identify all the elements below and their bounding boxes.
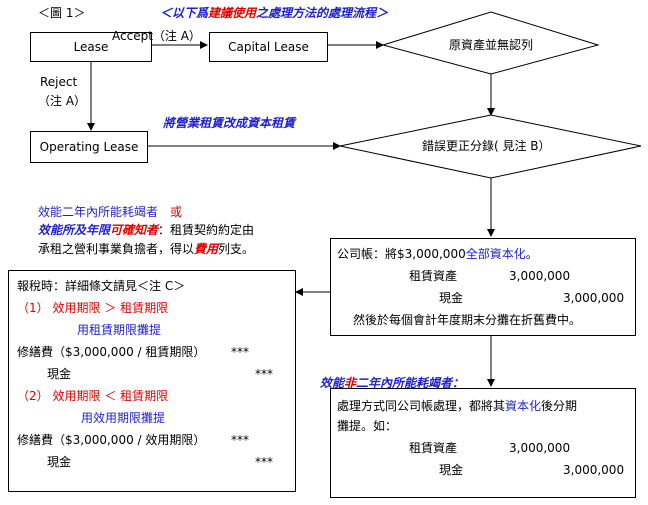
- bottom-cash-value: 3,000,000: [563, 463, 625, 477]
- tax-heading: 報稅時：詳細條文請見＜注 C＞: [17, 279, 186, 293]
- convert-note: 將營業租賃改成資本租賃: [163, 116, 296, 130]
- tax-case1-method: 用租賃期限攤提: [77, 323, 162, 337]
- reject-label: Reject: [40, 75, 78, 89]
- bottom-line2: 攤提。如：: [337, 419, 398, 433]
- figure-label: ＜圖 1＞: [38, 6, 86, 20]
- non-two-year-note: 效能非二年內所能耗竭者：: [320, 376, 465, 390]
- bottom-line1: 處理方式同公司帳處理，都將其資本化後分期: [337, 399, 578, 413]
- bottom-asset-value: 3,000,000: [509, 441, 571, 455]
- tax-case2: （2） 效用期限 ＜ 租賃期限: [17, 389, 169, 403]
- company-books-box: 公司帳：將$3,000,000全部資本化。 租賃資產 3,000,000 現金 …: [330, 238, 636, 336]
- tax-filing-box: 報稅時：詳細條文請見＜注 C＞ （1） 效用期限 ＞ 租賃期限 用租賃期限攤提 …: [8, 270, 296, 492]
- tax-case2-cash-mark: ***: [255, 455, 273, 469]
- capital-lease-box: Capital Lease: [209, 32, 328, 62]
- flow-title: ＜以下爲建議使用之處理方法的處理流程＞: [160, 6, 389, 20]
- tax-case2-entry: 修繕費（$3,000,000 / 效用期限）: [17, 433, 206, 447]
- note-line2: 效能所及年限可確知者：租賃契約約定由: [38, 223, 255, 237]
- bottom-capitalize-box: 處理方式同公司帳處理，都將其資本化後分期 攤提。如： 租賃資產 3,000,00…: [330, 388, 636, 498]
- tax-case2-method: 用效用期限攤提: [81, 411, 166, 425]
- company-asset-label: 租賃資產: [409, 269, 458, 283]
- accept-label: Accept（注 A）: [112, 29, 201, 43]
- company-line1: 公司帳：將$3,000,000全部資本化。: [337, 247, 538, 261]
- diamond-no-asset-label: 原資產並無認列: [449, 38, 534, 52]
- bottom-cash-label: 現金: [439, 463, 464, 477]
- tax-case1-entry: 修繕費（$3,000,000 / 租賃期限）: [17, 345, 206, 359]
- diamond-correction-label: 錯誤更正分錄( 見注 B）: [422, 139, 551, 153]
- lease-box: Lease: [30, 32, 152, 62]
- note-line3: 承租之營利事業負擔者，得以費用列支。: [38, 242, 255, 256]
- note-line1: 效能二年內所能耗竭者 或: [38, 205, 183, 219]
- company-line4: 然後於每個會計年度期末分攤在折舊費中。: [353, 313, 582, 327]
- operating-lease-box: Operating Lease: [30, 131, 148, 163]
- diamond-correction: [339, 114, 642, 179]
- tax-case2-entry-mark: ***: [231, 433, 249, 447]
- tax-case1-cash-mark: ***: [255, 367, 273, 381]
- tax-case1-entry-mark: ***: [231, 345, 249, 359]
- company-cash-label: 現金: [439, 291, 464, 305]
- tax-case1-cash: 現金: [47, 367, 72, 381]
- tax-case2-cash: 現金: [47, 455, 72, 469]
- company-cash-value: 3,000,000: [563, 291, 625, 305]
- company-asset-value: 3,000,000: [509, 269, 571, 283]
- bottom-asset-label: 租賃資產: [409, 441, 458, 455]
- reject-note: （注 A）: [38, 94, 87, 108]
- diamond-no-asset: [381, 11, 600, 75]
- tax-case1: （1） 效用期限 ＞ 租賃期限: [17, 301, 169, 315]
